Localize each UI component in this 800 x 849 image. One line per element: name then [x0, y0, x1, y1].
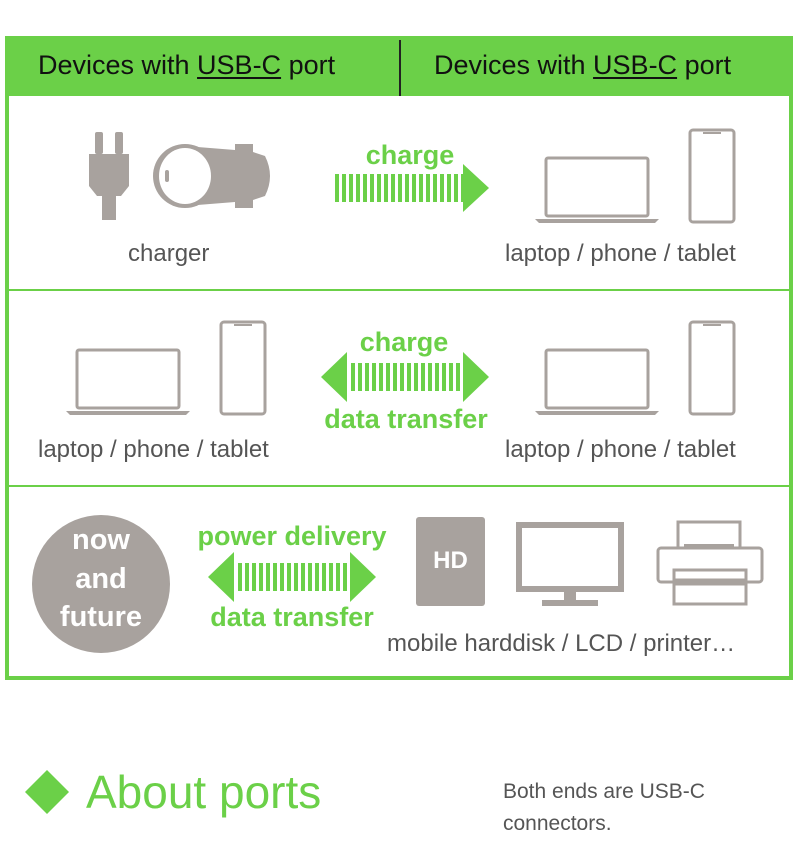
charger-icon: [89, 132, 270, 220]
badge-line-now: now: [72, 524, 130, 556]
charge-arrow-label: charge: [365, 140, 455, 170]
charge-arrow-right-icon: [335, 164, 489, 212]
devices-label-row2-left: laptop / phone / tablet: [38, 436, 269, 463]
header-left-title: Devices with USB-C port: [38, 50, 336, 80]
laptop-phone-icon-right: [535, 320, 736, 416]
data-transfer-label-row3: data transfer: [210, 602, 374, 632]
note-line-1: Both ends are USB-C: [503, 780, 705, 803]
badge-line-and: and: [75, 563, 127, 595]
diamond-bullet-icon: [25, 770, 69, 814]
section-title: About ports: [86, 766, 322, 818]
charger-label: charger: [128, 240, 210, 267]
diagram-panel: [5, 36, 793, 680]
laptop-phone-icon-left: [66, 320, 267, 416]
devices-label-row2-right: laptop / phone / tablet: [505, 436, 736, 463]
header-right-title: Devices with USB-C port: [434, 50, 732, 80]
peripherals-label: mobile harddisk / LCD / printer…: [387, 630, 736, 657]
note-line-2: connectors.: [503, 812, 612, 835]
now-and-future-badge: [32, 515, 170, 653]
data-transfer-label-row2: data transfer: [324, 404, 488, 434]
badge-line-future: future: [59, 601, 143, 633]
harddisk-icon-text: HD: [433, 547, 468, 574]
bidirectional-arrow-icon: [321, 352, 489, 402]
row-divider-1: [5, 289, 793, 291]
printer-icon: [656, 520, 764, 606]
harddisk-icon: [416, 517, 485, 606]
devices-label-row1-right: laptop / phone / tablet: [505, 240, 736, 267]
row-divider-2: [5, 485, 793, 487]
bidirectional-arrow-icon-row3: [208, 552, 376, 602]
power-delivery-label: power delivery: [197, 521, 387, 551]
laptop-phone-icon: [535, 128, 736, 224]
charge-label-row2: charge: [359, 327, 449, 357]
lcd-monitor-icon: [516, 522, 624, 606]
header-divider: [399, 36, 401, 96]
